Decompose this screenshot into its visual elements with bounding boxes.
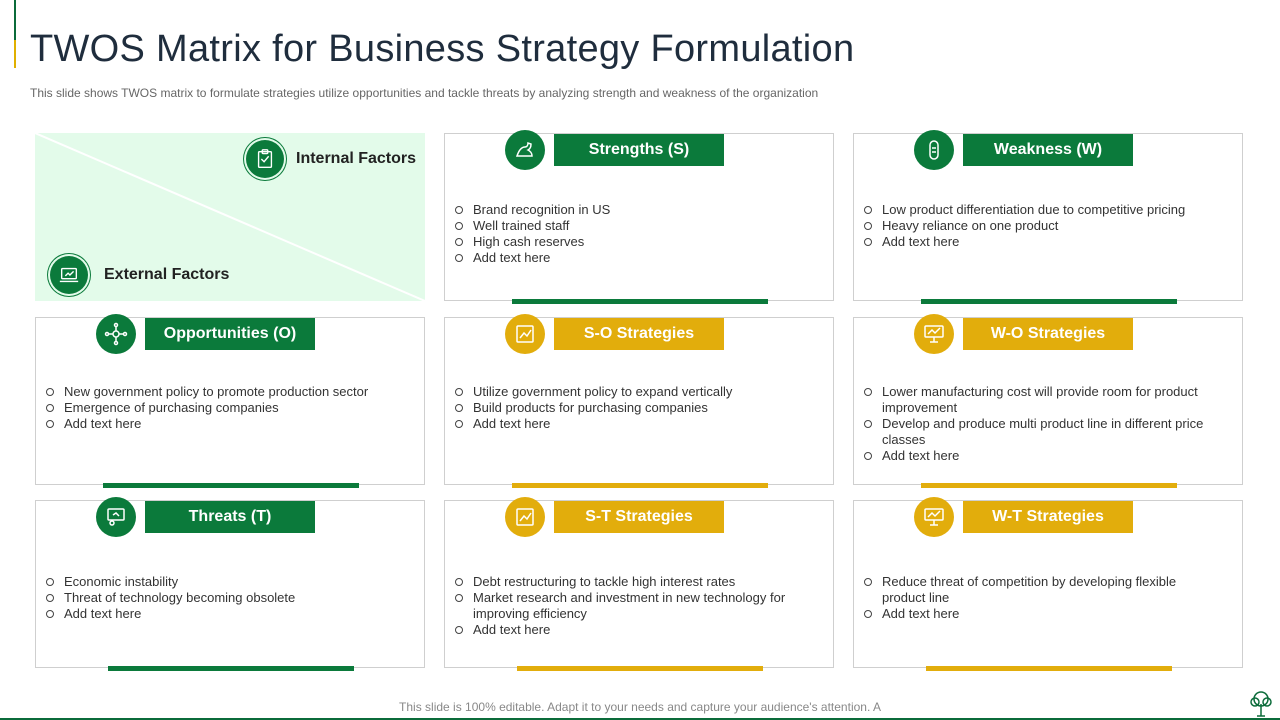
list-item: Emergence of purchasing companies	[46, 400, 406, 416]
cell-accent-bar	[103, 483, 359, 488]
list-item: Heavy reliance on one product	[864, 218, 1224, 234]
threats-header: Threats (T)	[145, 501, 315, 533]
cell-accent-bar	[512, 299, 768, 304]
bandage-icon	[914, 130, 954, 170]
weakness-cell: Weakness (W) Low product differentiation…	[853, 130, 1243, 304]
opportunities-header: Opportunities (O)	[145, 318, 315, 350]
wt-strategies-list: Reduce threat of competition by developi…	[864, 574, 1209, 622]
strategy-chart-icon	[505, 314, 545, 354]
network-icon	[96, 314, 136, 354]
threats-cell: Threats (T) Economic instability Threat …	[35, 497, 425, 671]
laptop-chart-icon	[50, 256, 88, 294]
list-item: Reduce threat of competition by developi…	[864, 574, 1209, 606]
cell-accent-bar	[517, 666, 763, 671]
page-title: TWOS Matrix for Business Strategy Formul…	[30, 28, 855, 70]
st-strategies-cell: S-T Strategies Debt restructuring to tac…	[444, 497, 834, 671]
list-item: Add text here	[46, 416, 406, 432]
cell-accent-bar	[926, 666, 1172, 671]
list-item: Add text here	[864, 234, 1224, 250]
list-item: Add text here	[455, 622, 800, 638]
muscle-icon	[505, 130, 545, 170]
list-item: Low product differentiation due to compe…	[864, 202, 1224, 218]
cell-accent-bar	[921, 483, 1177, 488]
threats-list: Economic instability Threat of technolog…	[46, 574, 406, 622]
monitor-user-icon	[96, 497, 136, 537]
list-item: Add text here	[864, 606, 1209, 622]
clipboard-icon	[246, 140, 284, 178]
opportunities-cell: Opportunities (O) New government policy …	[35, 314, 425, 488]
wt-strategies-header: W-T Strategies	[963, 501, 1133, 533]
list-item: Add text here	[455, 416, 815, 432]
list-item: Brand recognition in US	[455, 202, 815, 218]
cell-accent-bar	[921, 299, 1177, 304]
cell-accent-bar	[108, 666, 354, 671]
opportunities-list: New government policy to promote product…	[46, 384, 406, 432]
accent-line-green	[14, 0, 16, 40]
factors-cell: Internal Factors External Factors	[35, 133, 425, 301]
so-strategies-cell: S-O Strategies Utilize government policy…	[444, 314, 834, 488]
list-item: Add text here	[864, 448, 1209, 464]
wo-strategies-header: W-O Strategies	[963, 318, 1133, 350]
list-item: High cash reserves	[455, 234, 815, 250]
list-item: Market research and investment in new te…	[455, 590, 800, 622]
page-subtitle: This slide shows TWOS matrix to formulat…	[30, 86, 819, 100]
tree-icon	[1250, 691, 1272, 717]
list-item: New government policy to promote product…	[46, 384, 406, 400]
strategy-chart-icon	[505, 497, 545, 537]
list-item: Build products for purchasing companies	[455, 400, 815, 416]
strengths-cell: Strengths (S) Brand recognition in US We…	[444, 130, 834, 304]
list-item: Develop and produce multi product line i…	[864, 416, 1209, 448]
diagonal-divider	[35, 133, 425, 301]
strengths-list: Brand recognition in US Well trained sta…	[455, 202, 815, 266]
st-strategies-list: Debt restructuring to tackle high intere…	[455, 574, 800, 638]
cell-accent-bar	[512, 483, 768, 488]
external-factors-label: External Factors	[104, 266, 230, 283]
so-strategies-header: S-O Strategies	[554, 318, 724, 350]
list-item: Add text here	[46, 606, 406, 622]
internal-factors-label: Internal Factors	[296, 150, 417, 167]
wo-strategies-cell: W-O Strategies Lower manufacturing cost …	[853, 314, 1243, 488]
presentation-board-icon	[914, 314, 954, 354]
wt-strategies-cell: W-T Strategies Reduce threat of competit…	[853, 497, 1243, 671]
list-item: Lower manufacturing cost will provide ro…	[864, 384, 1209, 416]
presentation-board-icon	[914, 497, 954, 537]
strengths-header: Strengths (S)	[554, 134, 724, 166]
weakness-header: Weakness (W)	[963, 134, 1133, 166]
wo-strategies-list: Lower manufacturing cost will provide ro…	[864, 384, 1209, 464]
so-strategies-list: Utilize government policy to expand vert…	[455, 384, 815, 432]
list-item: Utilize government policy to expand vert…	[455, 384, 815, 400]
list-item: Threat of technology becoming obsolete	[46, 590, 406, 606]
weakness-list: Low product differentiation due to compe…	[864, 202, 1224, 250]
footer-line	[0, 718, 1280, 720]
list-item: Debt restructuring to tackle high intere…	[455, 574, 800, 590]
list-item: Add text here	[455, 250, 815, 266]
list-item: Well trained staff	[455, 218, 815, 234]
footer-note: This slide is 100% editable. Adapt it to…	[399, 700, 881, 714]
st-strategies-header: S-T Strategies	[554, 501, 724, 533]
list-item: Economic instability	[46, 574, 406, 590]
